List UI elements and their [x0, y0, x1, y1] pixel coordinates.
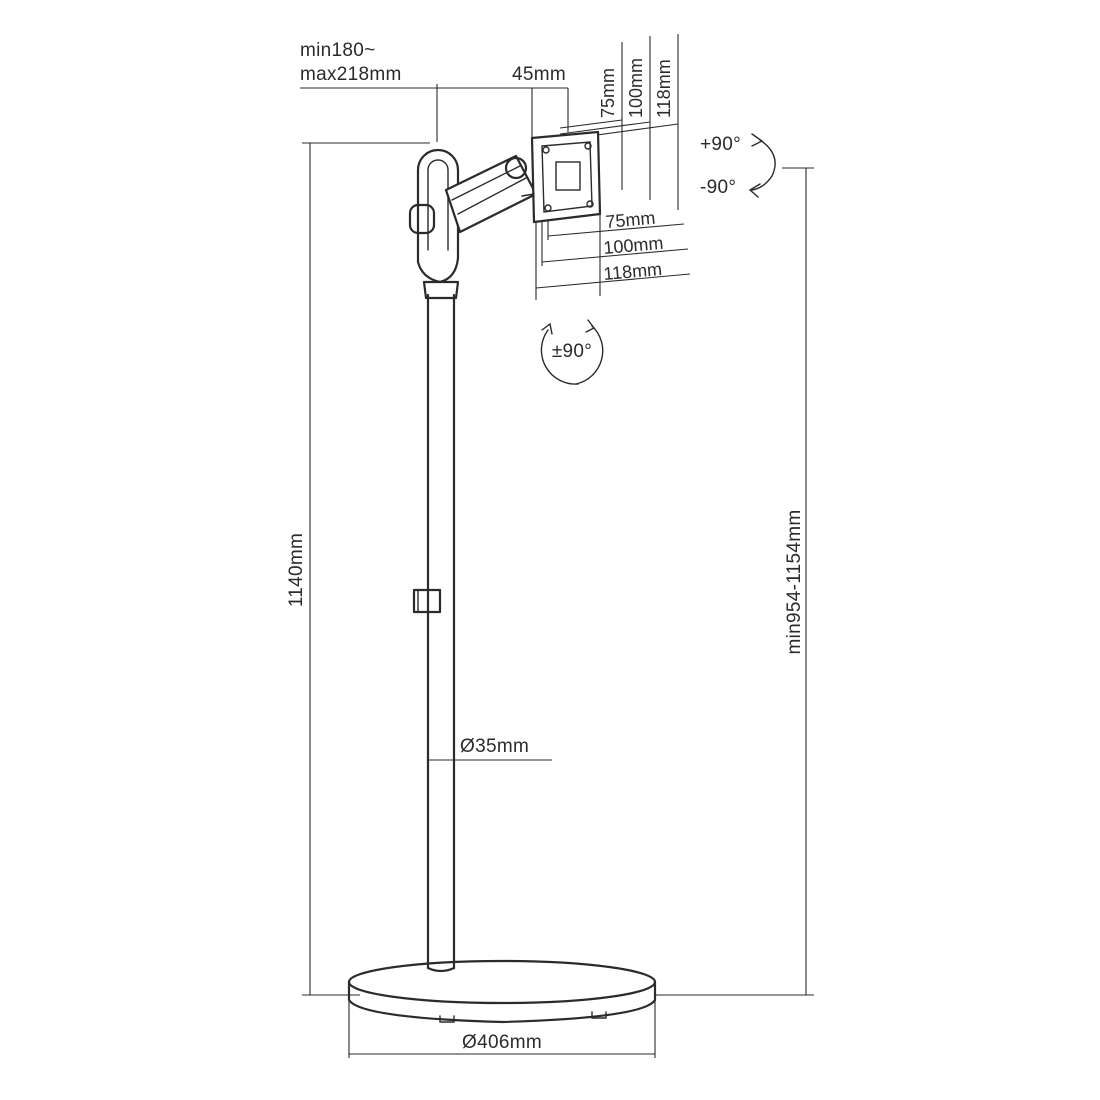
vesa-h-75-label: 75mm	[605, 208, 657, 232]
cable-clip	[412, 587, 455, 615]
arm-reach-label-line2: max218mm	[300, 64, 402, 85]
vesa-v-118-label: 118mm	[654, 59, 674, 118]
vesa-h-100-label: 100mm	[603, 233, 665, 258]
rotation-arc-right	[575, 325, 604, 385]
tilt-arrow-up-icon	[751, 133, 764, 147]
head-depth-label: 45mm	[512, 64, 566, 85]
vesa-v-100-label: 100mm	[626, 58, 646, 118]
adjust-height-dimension: min954-1154mm	[655, 167, 814, 996]
vesa-v-75-label: 75mm	[598, 68, 618, 118]
vesa-head	[521, 130, 602, 224]
tilt-arrow-down-icon	[748, 183, 761, 198]
tilt-up-label: +90°	[700, 134, 741, 155]
rotation-label: ±90°	[552, 341, 592, 362]
pole	[422, 280, 460, 973]
arm-joint	[408, 148, 460, 284]
rotation-arrow-right-icon	[585, 319, 596, 333]
rotation-arrow-left-icon	[541, 322, 553, 335]
tilt-indicator: +90° -90°	[700, 133, 776, 198]
head-depth-dimension: 45mm	[512, 64, 569, 140]
total-height-label: 1140mm	[286, 533, 307, 607]
base-diameter-dimension: Ø406mm	[348, 1000, 656, 1058]
adjust-height-label: min954-1154mm	[784, 509, 805, 654]
arm-reach-label-line1: min180~	[300, 40, 376, 61]
pole-diameter-dimension: Ø35mm	[428, 736, 552, 761]
base-diameter-label: Ø406mm	[462, 1032, 542, 1053]
pole-diameter-label: Ø35mm	[460, 736, 529, 757]
base	[347, 959, 657, 1024]
vesa-horizontal-dimensions: 75mm 100mm 118mm	[535, 200, 691, 300]
vesa-h-118-label: 118mm	[603, 259, 663, 284]
rotation-indicator: ±90°	[540, 319, 604, 385]
vesa-vertical-dimensions: 75mm 100mm 118mm	[559, 34, 679, 210]
tilt-down-label: -90°	[700, 177, 736, 198]
rotation-arc-left	[540, 329, 579, 385]
gas-spring-arm	[444, 154, 538, 234]
total-height-dimension: 1140mm	[286, 142, 430, 996]
arm-reach-dimension: min180~ max218mm	[300, 40, 568, 142]
